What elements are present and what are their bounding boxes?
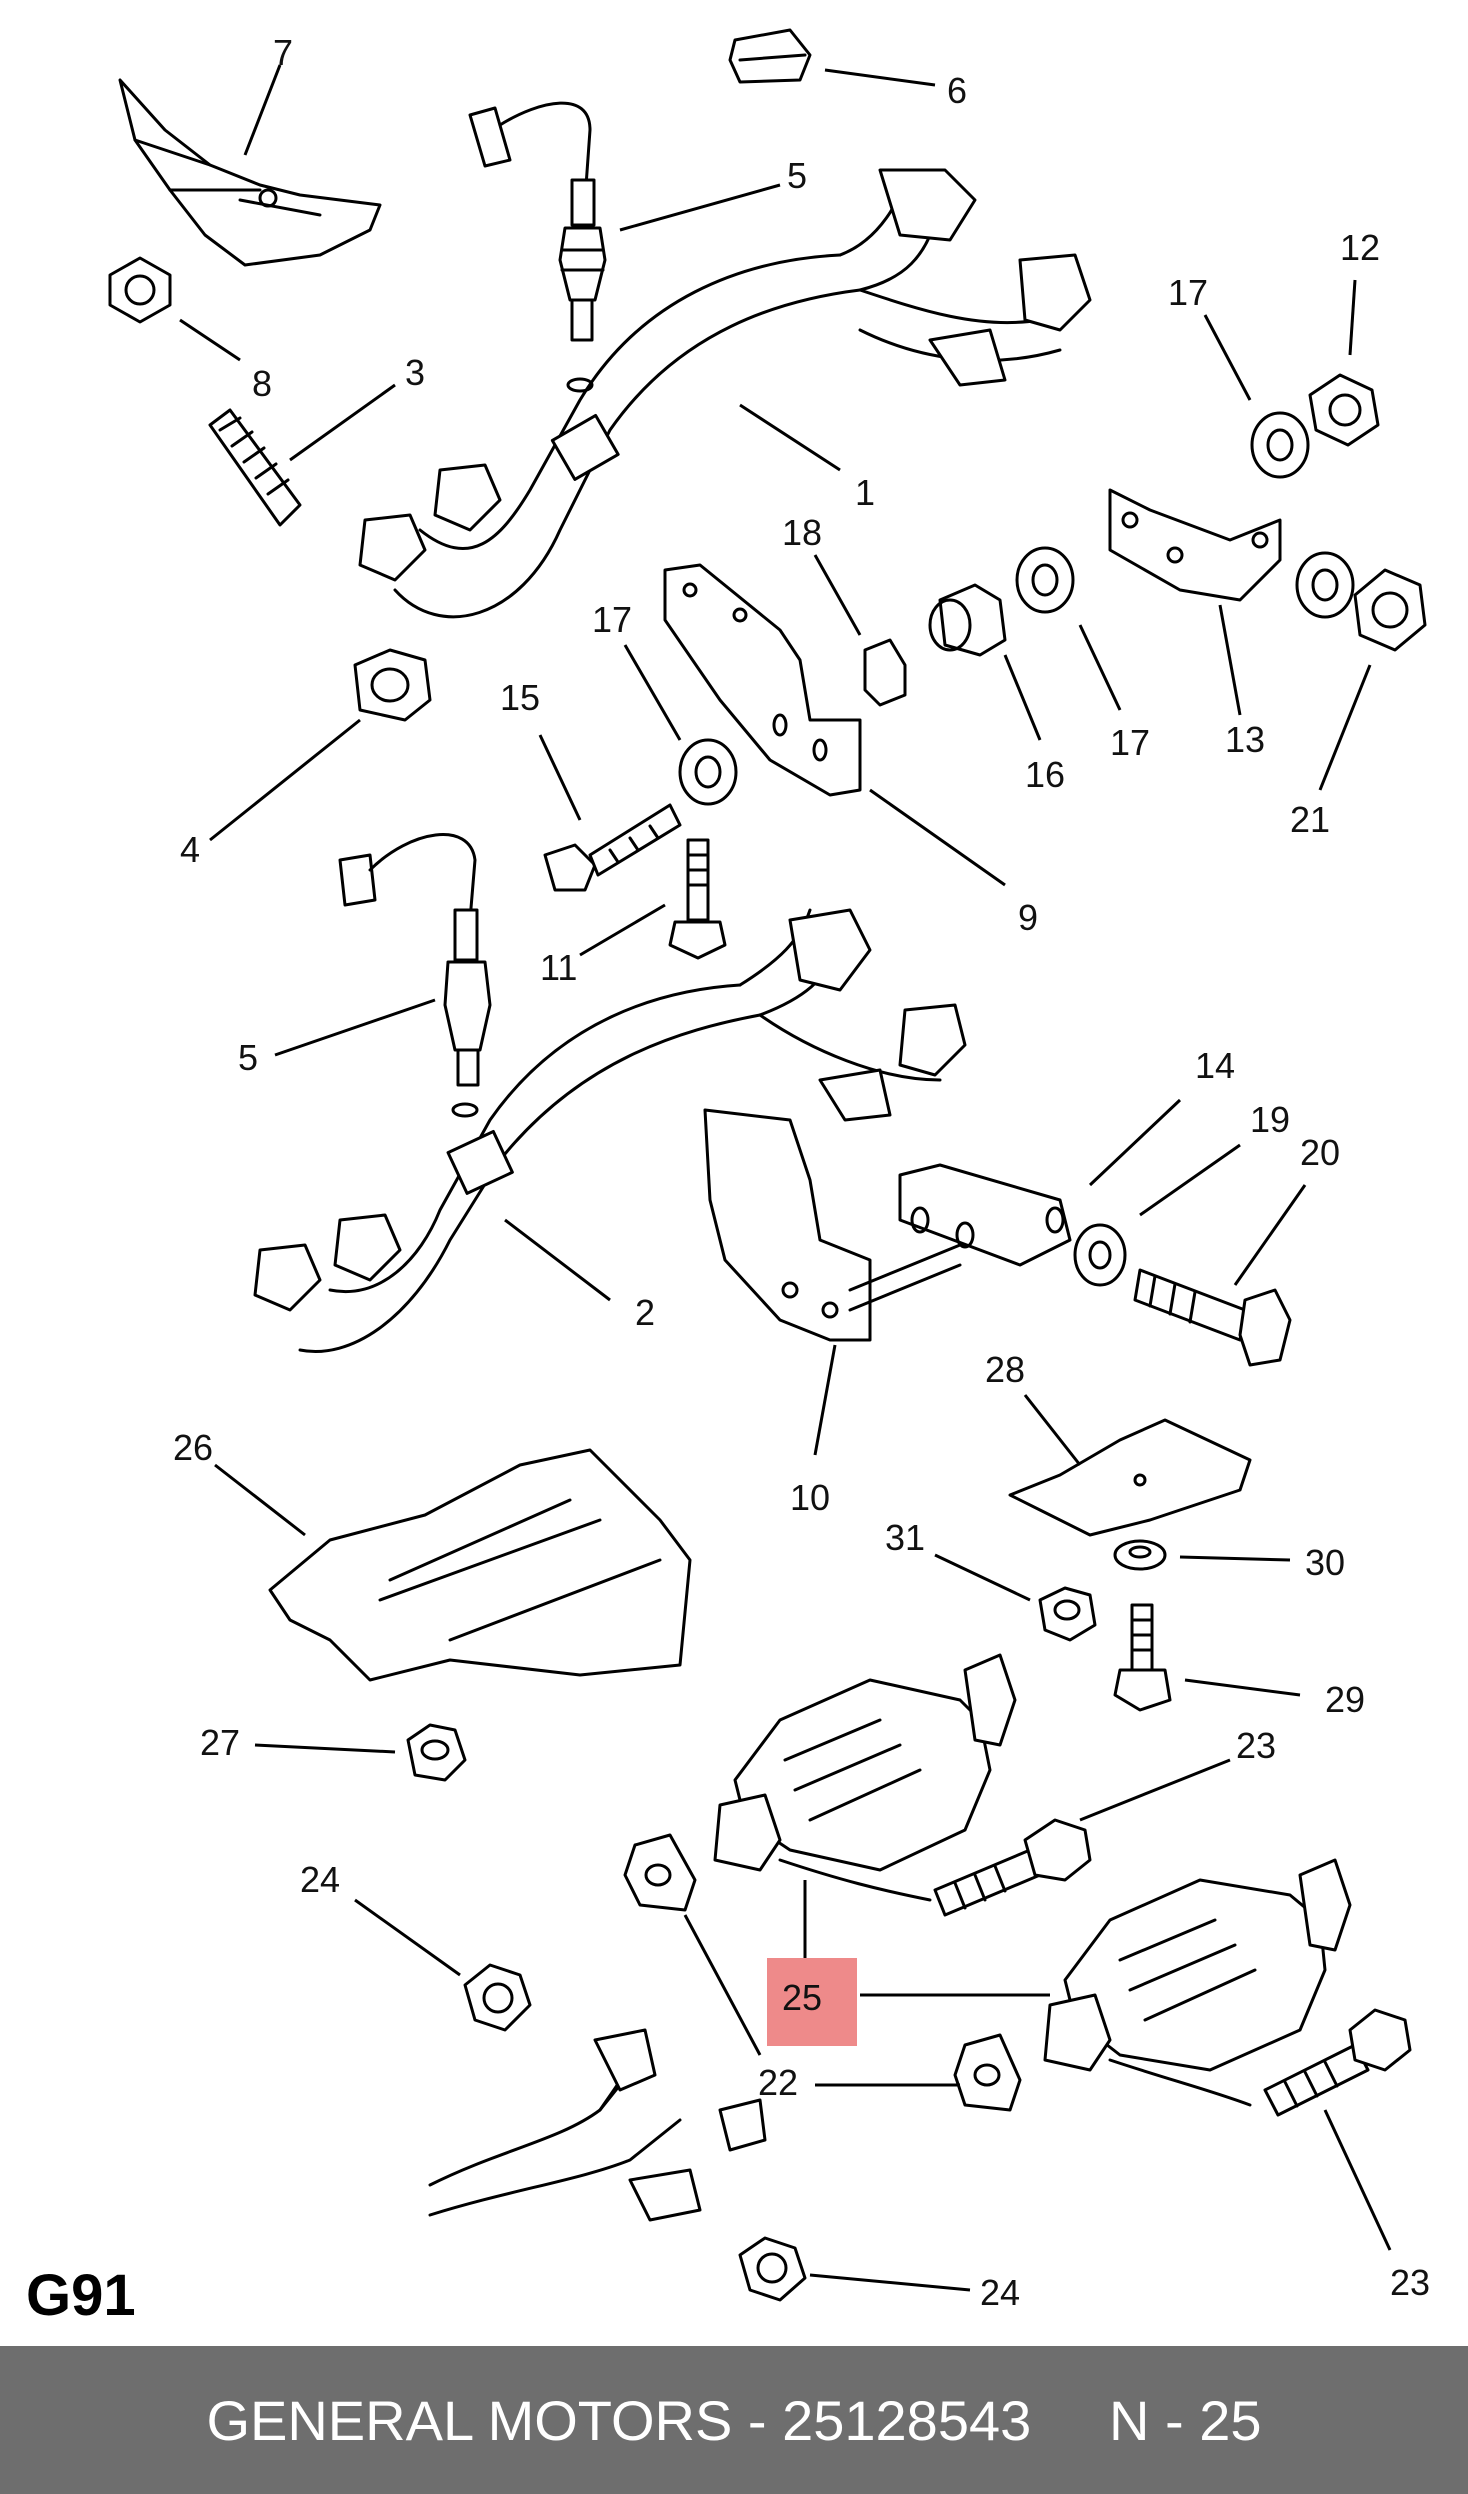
part-8-nut: [108, 256, 172, 324]
part-13-bracket: [1108, 488, 1282, 602]
callout-5: 5: [238, 1037, 258, 1078]
part-17-washer-b: [1015, 546, 1075, 614]
callout-4: 4: [180, 829, 200, 870]
part-22-gasket-lower: [953, 2033, 1022, 2112]
part-23-bolt-lower: [1263, 2008, 1412, 2117]
part-3-stud: [208, 408, 302, 527]
footer-text: GENERAL MOTORS - 25128543 N - 25: [206, 2388, 1262, 2452]
callout-24: 24: [300, 1859, 340, 1900]
part-17-washer-c: [1295, 551, 1355, 619]
part-17-washer-d: [678, 738, 738, 806]
part-6-clip: [728, 28, 812, 84]
callout-19: 19: [1250, 1099, 1290, 1140]
callout-7: 7: [273, 32, 293, 73]
callout-29: 29: [1325, 1679, 1365, 1720]
callout-14: 14: [1195, 1045, 1235, 1086]
part-20-bolt: [1133, 1268, 1292, 1367]
callout-31: 31: [885, 1517, 925, 1558]
callout-25: 25: [782, 1977, 822, 2018]
callout-21: 21: [1290, 799, 1330, 840]
callout-16: 16: [1025, 754, 1065, 795]
part-27-nut: [406, 1723, 467, 1782]
callout-8: 8: [252, 363, 272, 404]
part-16-rubber-mount: [928, 583, 1007, 657]
part-28-heat-shield: [1008, 1418, 1252, 1537]
part-24-nut-lower: [738, 2236, 807, 2302]
callout-28: 28: [985, 1349, 1025, 1390]
part-29-bolt: [1113, 1603, 1172, 1712]
part-15-bolt: [543, 803, 682, 892]
part-1-exhaust-pipe-upper: [358, 168, 1092, 619]
part-23-bolt-upper: [933, 1818, 1092, 1917]
part-9-bracket: [663, 563, 862, 797]
part-2-exhaust-pipe-lower: [253, 908, 967, 1353]
part-31-nut: [1038, 1586, 1097, 1642]
part-24-nut-upper: [463, 1963, 532, 2032]
callout-30: 30: [1305, 1542, 1345, 1583]
leader-lines: [179, 64, 1392, 2292]
callout-17: 17: [592, 599, 632, 640]
callout-22: 22: [758, 2062, 798, 2103]
callout-27: 27: [200, 1722, 240, 1763]
callout-20: 20: [1300, 1132, 1340, 1173]
front-pipe-partial: [428, 2028, 767, 2222]
part-11-bolt: [668, 838, 727, 960]
part-12-nut: [1308, 373, 1380, 447]
callout-23: 23: [1390, 2262, 1430, 2303]
part-25-catalytic-converter-upper: [713, 1653, 1017, 1902]
callout-10: 10: [790, 1477, 830, 1518]
callout-5: 5: [787, 155, 807, 196]
part-25-catalytic-converter-lower: [1043, 1858, 1352, 2107]
callout-18: 18: [782, 512, 822, 553]
page-code: G91: [26, 2263, 136, 2328]
callout-23: 23: [1236, 1725, 1276, 1766]
callout-15: 15: [500, 677, 540, 718]
callout-1: 1: [855, 472, 875, 513]
callout-2: 2: [635, 1292, 655, 1333]
part-10-bracket: [703, 1108, 962, 1342]
callout-24: 24: [980, 2272, 1020, 2313]
callout-26: 26: [173, 1427, 213, 1468]
callout-12: 12: [1340, 227, 1380, 268]
callout-13: 13: [1225, 719, 1265, 760]
footer-bar: GENERAL MOTORS - 25128543 N - 25: [0, 2346, 1468, 2494]
part-22-gasket-upper: [623, 1833, 697, 1912]
exhaust-parts-diagram: 7 6 5 8 3 1 12 17 18 17 15 4 16 17 13 21…: [108, 28, 1430, 2313]
part-5-oxygen-sensor-upper: [468, 101, 607, 393]
part-30-washer: [1113, 1539, 1167, 1571]
part-4-insulator: [353, 648, 432, 722]
part-21-nut: [1353, 568, 1427, 652]
callout-3: 3: [405, 352, 425, 393]
callout-17: 17: [1168, 272, 1208, 313]
part-19-washer: [1073, 1223, 1127, 1287]
part-5-oxygen-sensor-lower: [338, 833, 492, 1118]
callout-17: 17: [1110, 722, 1150, 763]
highlight-box: [767, 1958, 857, 2046]
callout-labels: 7 6 5 8 3 1 12 17 18 17 15 4 16 17 13 21…: [173, 32, 1430, 2313]
callout-6: 6: [947, 70, 967, 111]
part-18-bushing: [863, 638, 907, 707]
part-14-bracket: [898, 1163, 1072, 1267]
part-26-heat-shield: [268, 1448, 692, 1682]
callout-11: 11: [540, 947, 577, 988]
part-7-heat-shield: [118, 78, 382, 267]
callout-9: 9: [1018, 897, 1038, 938]
part-17-washer-a: [1250, 411, 1310, 479]
